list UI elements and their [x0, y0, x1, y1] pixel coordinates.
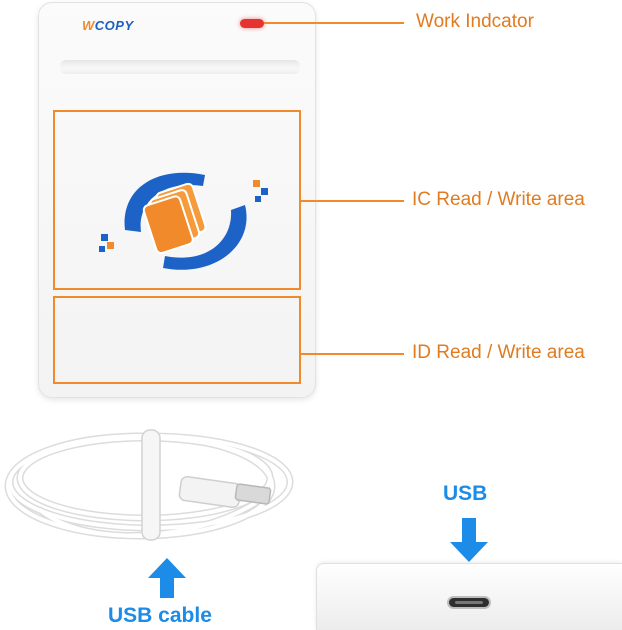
ic-callout-line — [301, 200, 404, 202]
id-callout-line — [301, 353, 404, 355]
usb-port-label: USB — [443, 482, 488, 505]
ic-read-write-zone — [53, 110, 301, 290]
brand-logo: WCOPY — [82, 18, 134, 33]
work-indicator-light — [240, 19, 264, 28]
indicator-callout-line — [264, 22, 404, 24]
brand-name: COPY — [94, 18, 134, 33]
id-area-label: ID Read / Write area — [412, 342, 585, 363]
usb-cable-image — [4, 429, 294, 541]
usb-c-port-tongue — [455, 601, 483, 604]
usb-cable-label: USB cable — [108, 604, 212, 627]
indicator-label: Work Indcator — [416, 11, 534, 32]
brand-prefix: W — [82, 18, 95, 33]
ic-area-label: IC Read / Write area — [412, 189, 585, 210]
card-swirl-icon — [99, 172, 268, 270]
usb-cable-arrow-icon — [148, 558, 186, 598]
id-read-write-zone — [53, 296, 301, 384]
usb-port-arrow-icon — [450, 518, 488, 562]
device-groove — [60, 60, 300, 74]
